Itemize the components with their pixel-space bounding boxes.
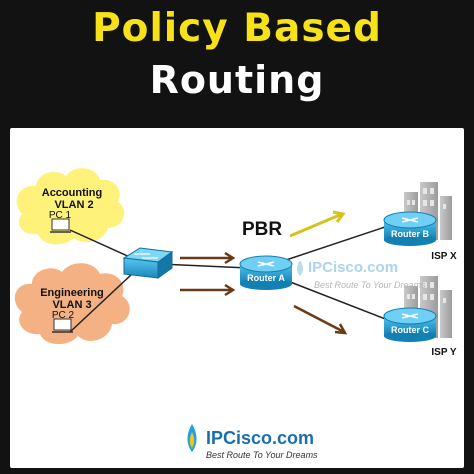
accounting-vlan-label: VLAN 2 xyxy=(54,199,93,211)
router-b-icon xyxy=(383,211,437,246)
cable-pc1-switch xyxy=(69,229,133,259)
title-line-1: Policy Based xyxy=(92,6,382,51)
pc2-icon xyxy=(52,318,73,333)
ipcisco-logo-icon xyxy=(187,424,197,452)
pc1-icon xyxy=(50,218,71,233)
router-c-label: Router C xyxy=(391,325,430,335)
cable-pc2-switch xyxy=(69,273,133,333)
pc1-label: PC 1 xyxy=(49,210,72,221)
engineering-cloud xyxy=(14,263,130,345)
cable-router-a-router-b xyxy=(279,225,389,263)
watermark-brand: IPCisco.com xyxy=(308,259,398,276)
pbr-arrow-to-router-b xyxy=(289,210,346,238)
pc2-label: PC 2 xyxy=(52,310,75,321)
cable-switch-router-a xyxy=(159,263,249,269)
accounting-cloud xyxy=(16,168,125,245)
cable-router-a-router-c xyxy=(279,277,389,321)
engineering-vlan-label: VLAN 3 xyxy=(52,299,91,311)
engineering-label: Engineering xyxy=(40,287,104,299)
pbr-label: PBR xyxy=(242,219,282,240)
traffic-arrows xyxy=(180,251,348,335)
footer-slogan: Best Route To Your Dreams xyxy=(206,450,318,460)
watermark-slogan: Best Route To Your Dreams xyxy=(314,280,426,290)
watermark-logo-icon xyxy=(297,260,303,276)
accounting-label: Accounting xyxy=(42,187,103,199)
isp-x-label: ISP X xyxy=(431,251,457,262)
router-c-icon xyxy=(383,307,437,342)
switch-icon xyxy=(122,247,174,279)
isp-y-label: ISP Y xyxy=(431,347,457,358)
router-a-icon xyxy=(239,255,293,290)
router-b-label: Router B xyxy=(391,229,430,239)
title-line-2: Routing xyxy=(149,58,325,102)
footer-brand: IPCisco.com xyxy=(206,428,314,448)
router-a-label: Router A xyxy=(247,273,285,283)
